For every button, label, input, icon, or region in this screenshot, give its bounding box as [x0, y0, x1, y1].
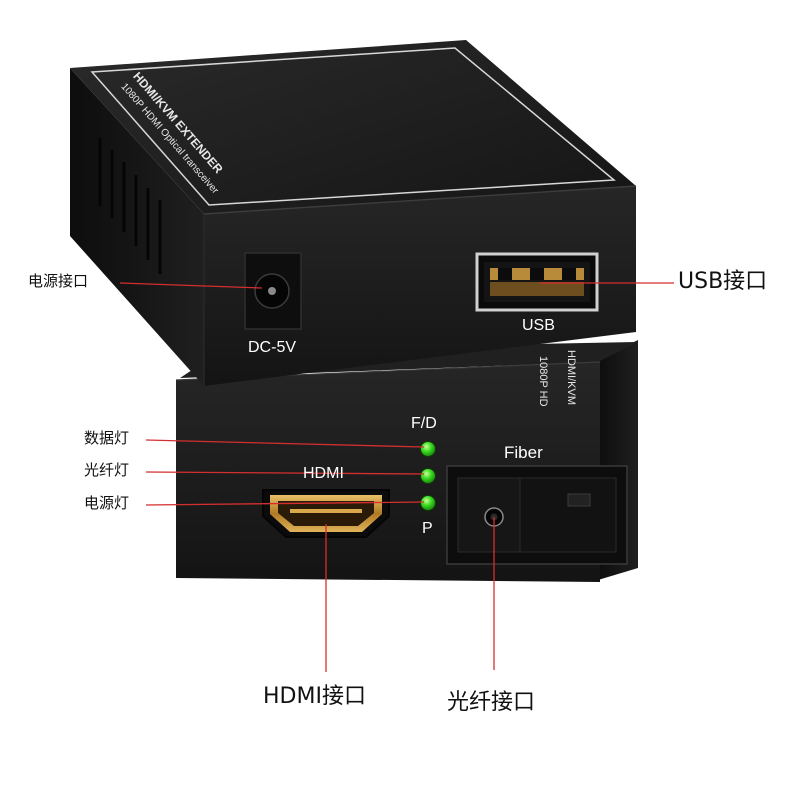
- side-label-2: 1080P HD: [537, 356, 549, 407]
- led-group: [420, 441, 436, 511]
- led-bottom-label: P: [422, 520, 433, 537]
- leader-power-port: [119, 282, 263, 289]
- callout-data-led: 数据灯: [84, 429, 130, 447]
- leader-power-led: [145, 501, 425, 506]
- leader-fiber-led: [145, 471, 425, 475]
- usb-label: USB: [522, 317, 555, 334]
- leader-data-led: [145, 439, 425, 448]
- vent-slots: [98, 138, 162, 274]
- led-data: [420, 441, 436, 457]
- dc-jack: [244, 252, 302, 330]
- callout-usb-port: USB接口: [678, 269, 768, 294]
- side-label-1: HDMI/KVM: [565, 350, 577, 405]
- hdmi-port: [262, 489, 390, 538]
- fiber-label: Fiber: [504, 443, 543, 462]
- led-top-label: F/D: [411, 415, 437, 432]
- usb-port: [475, 252, 599, 312]
- led-fiber: [420, 468, 436, 484]
- fiber-port: [446, 465, 628, 565]
- callout-power-led: 电源灯: [84, 494, 130, 512]
- dc-label: DC-5V: [248, 339, 297, 356]
- callout-hdmi-port: HDMI接口: [263, 684, 366, 709]
- callout-fiber-led: 光纤灯: [84, 461, 130, 479]
- rear-unit: [70, 40, 637, 386]
- rear-unit-top: [70, 40, 636, 214]
- rear-unit-top-border: [90, 47, 616, 206]
- rear-panel-face: [204, 186, 636, 386]
- led-power: [420, 495, 436, 511]
- callout-fiber-port: 光纤接口: [447, 690, 536, 715]
- callout-power-port: 电源接口: [28, 272, 89, 290]
- hdmi-label: HDMI: [303, 465, 344, 482]
- leader-lines: [119, 282, 674, 672]
